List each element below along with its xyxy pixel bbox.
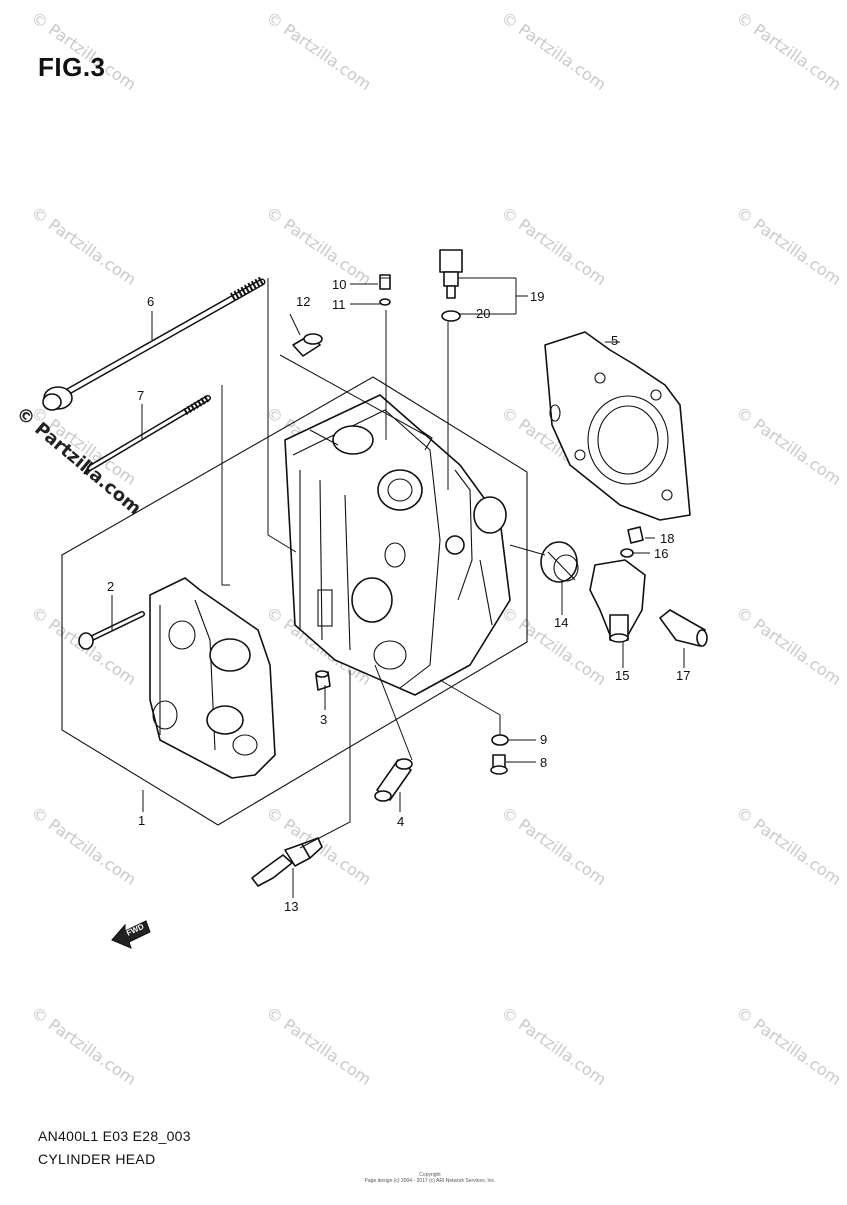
callout-8[interactable]: 8 xyxy=(540,755,547,770)
callout-7[interactable]: 7 xyxy=(137,388,144,403)
watermark-text: © Partzilla.com xyxy=(498,1003,610,1089)
callout-10[interactable]: 10 xyxy=(332,277,346,292)
callout-4[interactable]: 4 xyxy=(397,814,404,829)
part-20-o-ring[interactable] xyxy=(441,310,461,322)
callout-5[interactable]: 5 xyxy=(611,333,618,348)
part-4-pipe[interactable] xyxy=(374,758,413,802)
watermark-text: © Partzilla.com xyxy=(498,803,610,889)
part-6-long-bolt[interactable] xyxy=(42,276,266,411)
callout-18[interactable]: 18 xyxy=(660,531,674,546)
part-5-gasket[interactable] xyxy=(544,331,691,521)
watermark-text: © Partzilla.com xyxy=(263,8,375,94)
diagram-name: CYLINDER HEAD xyxy=(38,1151,156,1167)
watermark-text: © Partzilla.com xyxy=(733,403,845,489)
part-19-temperature-sensor[interactable] xyxy=(439,249,463,299)
watermark-text: © Partzilla.com xyxy=(263,203,375,289)
watermark-text: © Partzilla.com xyxy=(733,803,845,889)
leader-lines xyxy=(111,277,685,898)
part-10-bolt[interactable] xyxy=(379,274,391,290)
callout-11[interactable]: 11 xyxy=(332,297,346,312)
watermark-text: © Partzilla.com xyxy=(28,203,140,289)
part-11-washer[interactable] xyxy=(379,298,391,306)
callout-2[interactable]: 2 xyxy=(107,579,114,594)
watermark-text: © Partzilla.com xyxy=(28,803,140,889)
watermark-text: © Partzilla.com xyxy=(733,203,845,289)
part-18-bolt[interactable] xyxy=(627,526,644,544)
fwd-arrow-icon: FWD xyxy=(111,920,151,949)
watermark-text: © Partzilla.com xyxy=(28,1003,140,1089)
part-17-fitting[interactable] xyxy=(659,609,708,647)
part-13-spark-plug[interactable] xyxy=(251,837,323,887)
part-8-bolt[interactable] xyxy=(490,754,508,775)
part-12-dowel[interactable] xyxy=(292,333,323,357)
callout-12[interactable]: 12 xyxy=(296,294,310,309)
callout-1[interactable]: 1 xyxy=(138,813,145,828)
part-7-stud-bolt[interactable] xyxy=(83,395,211,475)
part-9-washer[interactable] xyxy=(491,734,509,746)
callout-9[interactable]: 9 xyxy=(540,732,547,747)
watermark-text: © Partzilla.com xyxy=(498,8,610,94)
cylinder-head[interactable] xyxy=(284,394,511,696)
callout-3[interactable]: 3 xyxy=(320,712,327,727)
part-2-bolt[interactable] xyxy=(78,611,145,650)
part-15-thermostat-case[interactable] xyxy=(589,559,646,643)
part-14-thermostat[interactable] xyxy=(540,541,579,583)
callout-labels: 6 7 2 1 3 4 10 11 12 19 20 5 18 16 14 15… xyxy=(107,277,690,914)
callout-6[interactable]: 6 xyxy=(147,294,154,309)
callout-16[interactable]: 16 xyxy=(654,546,668,561)
model-code: AN400L1 E03 E28_003 xyxy=(38,1128,191,1144)
callout-15[interactable]: 15 xyxy=(615,668,629,683)
watermark-text: © Partzilla.com xyxy=(733,603,845,689)
callout-14[interactable]: 14 xyxy=(554,615,568,630)
copyright-line-1: Copyright xyxy=(419,1172,441,1178)
copyright-notice: Copyright Page design (c) 2004 - 2017 (c… xyxy=(300,1172,560,1184)
assembly-outline xyxy=(61,376,528,826)
callout-13[interactable]: 13 xyxy=(284,899,298,914)
watermark-text: © Partzilla.com xyxy=(498,203,610,289)
watermark-text: © Partzilla.com xyxy=(733,8,845,94)
watermark-text: © Partzilla.com xyxy=(733,1003,845,1089)
callout-17[interactable]: 17 xyxy=(676,668,690,683)
copyright-line-2: Page design (c) 2004 - 2017 (c) ARI Netw… xyxy=(364,1178,496,1184)
callout-19[interactable]: 19 xyxy=(530,289,544,304)
figure-title: FIG.3 xyxy=(38,52,106,82)
part-3-dowel-pin[interactable] xyxy=(315,670,331,691)
watermark-text-dark: © Partzilla.com xyxy=(12,403,145,520)
callout-20[interactable]: 20 xyxy=(476,306,490,321)
part-1-camshaft-holder[interactable] xyxy=(149,577,276,779)
part-16-washer[interactable] xyxy=(620,548,634,558)
watermark-text: © Partzilla.com xyxy=(263,1003,375,1089)
